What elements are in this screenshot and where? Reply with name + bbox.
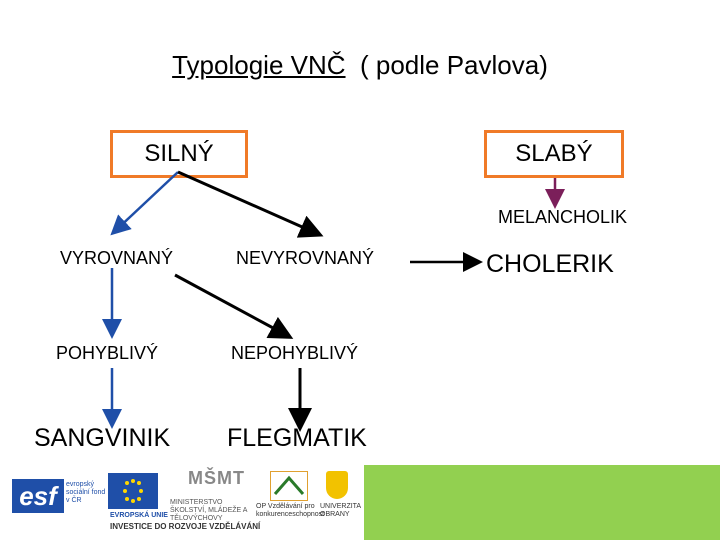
msmt-logo: MŠMT [188, 468, 245, 488]
node-pohyblivy: POHYBLIVÝ [56, 343, 159, 363]
footer-green-strip [364, 465, 720, 540]
node-nevyrovnany: NEVYROVNANÝ [236, 248, 375, 268]
esf-text: evropský sociální fond v ČR [66, 481, 106, 504]
university-crest-icon [326, 471, 348, 499]
arrow-vyrovnany-nepohyblivy [174, 273, 294, 339]
eu-stars-icon [123, 479, 143, 503]
eu-text: EVROPSKÁ UNIE [110, 512, 168, 519]
node-cholerik: CHOLERIK [486, 250, 614, 278]
node-sangvinik: SANGVINIK [34, 424, 171, 452]
node-melancholik: MELANCHOLIK [498, 207, 628, 227]
node-slaby: SLABÝ [484, 130, 624, 178]
arrow-silny-vyrovnany [110, 171, 179, 236]
op-logo-icon [270, 471, 308, 501]
uni-text: UNIVERZITA OBRANY [320, 503, 361, 518]
op-text: OP Vzdělávání pro konkurenceschopnost [256, 503, 325, 518]
title-sub: ( podle Pavlova) [359, 50, 548, 80]
title-main: Typologie VNČ [172, 50, 346, 80]
node-flegmatik: FLEGMATIK [227, 424, 367, 452]
node-vyrovnany: VYROVNANÝ [60, 248, 174, 268]
footer-slogan: INVESTICE DO ROZVOJE VZDĚLÁVÁNÍ [110, 522, 261, 531]
esf-logo: esf [12, 479, 64, 513]
arrow-silny-nevyrovnany [177, 170, 324, 238]
footer-logos: esf evropský sociální fond v ČR EVROPSKÁ… [0, 465, 720, 540]
op-arrow-icon [273, 475, 305, 495]
slide-title: Typologie VNČ ( podle Pavlova) [0, 50, 720, 81]
msmt-text: MINISTERSTVO ŠKOLSTVÍ, MLÁDEŽE A TĚLOVÝC… [170, 499, 248, 522]
node-nepohyblivy: NEPOHYBLIVÝ [231, 343, 359, 363]
node-silny: SILNÝ [110, 130, 248, 178]
eu-flag-icon [108, 473, 158, 509]
